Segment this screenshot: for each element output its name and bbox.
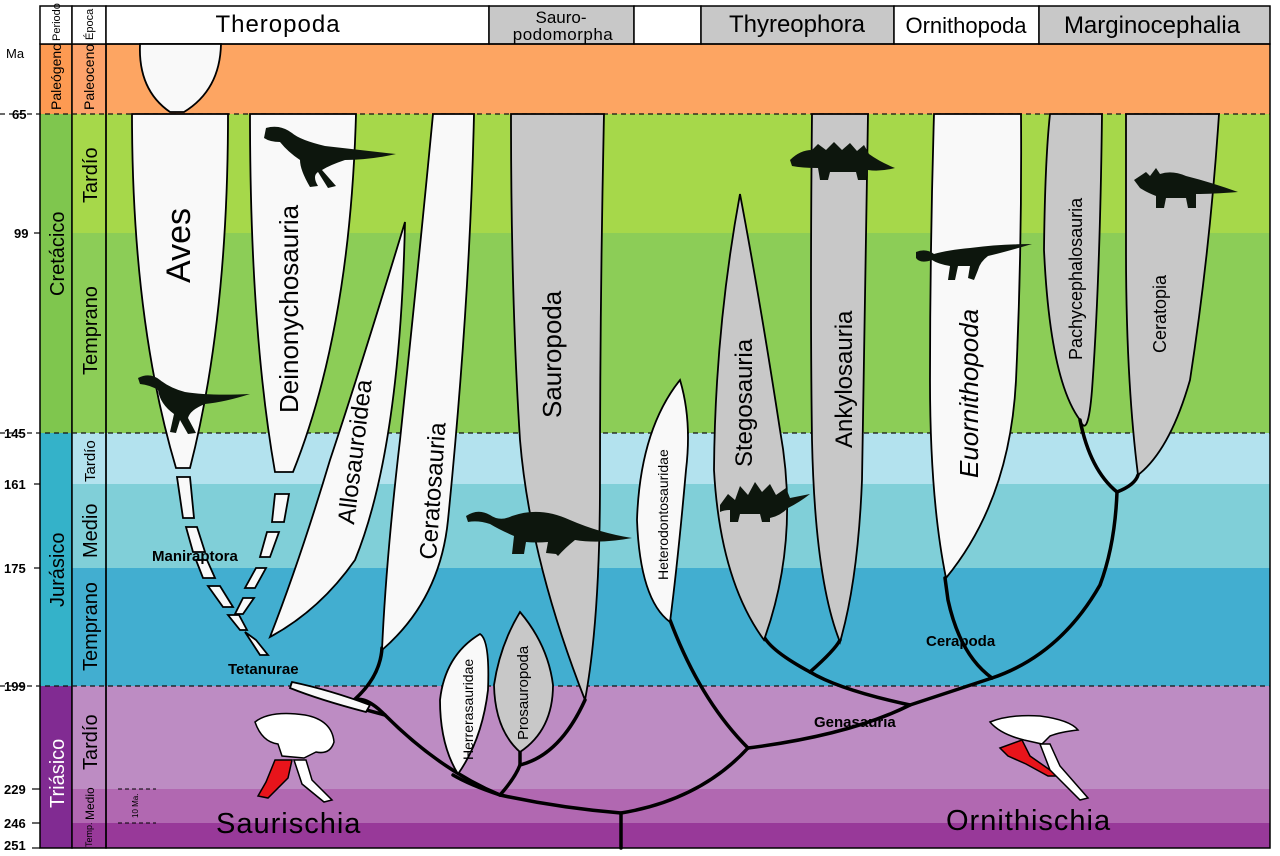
epoch-jurasico-tardio: Tardío bbox=[82, 440, 99, 482]
label-aves: Aves bbox=[160, 208, 198, 283]
label-ankylosauria: Ankylosauria bbox=[831, 310, 858, 448]
header-sauropodomorpha-2: podomorpha bbox=[513, 25, 614, 44]
clade-sauropoda bbox=[510, 113, 605, 704]
order-ornithischia: Ornithischia bbox=[946, 805, 1111, 837]
label-stegosauria: Stegosauria bbox=[731, 338, 758, 467]
scale-bar-label: 10 Ma. bbox=[131, 794, 140, 818]
silhouettes bbox=[138, 126, 1238, 556]
epoch-jurasico-temprano: Temprano bbox=[80, 582, 102, 671]
epoch-jurasico-medio: Medio bbox=[80, 504, 102, 558]
period-jurasico: Jurásico bbox=[47, 533, 69, 607]
clade-deinonychosauria bbox=[249, 113, 357, 473]
period-triasico: Triásico bbox=[47, 739, 69, 808]
clade-euornithopoda bbox=[929, 113, 1023, 581]
clades bbox=[131, 43, 1220, 776]
header-theropoda: Theropoda bbox=[215, 11, 340, 38]
epoch-cretacico-tardio: Tardío bbox=[80, 147, 102, 203]
cerapoda-branch bbox=[943, 576, 994, 680]
tick-251: 251 bbox=[4, 838, 26, 853]
bird-silhouette-icon bbox=[138, 375, 250, 434]
label-prosauropoda: Prosauropoda bbox=[515, 645, 532, 740]
header-sauropodomorpha-1: Sauro- bbox=[535, 8, 586, 27]
ma-ticks: Ma 65 99 145 161 175 199 229 246 251 bbox=[4, 46, 28, 853]
band-triasico-temprano bbox=[106, 823, 1270, 848]
scale-bar: 10 Ma. bbox=[118, 788, 156, 824]
label-euornithopoda: Euornithopoda bbox=[954, 309, 984, 478]
epoch-header: Época bbox=[83, 8, 96, 40]
tick-145: 145 bbox=[4, 426, 26, 441]
clade-herrerasauridae bbox=[439, 632, 490, 776]
theropod-silhouette-icon bbox=[264, 126, 396, 188]
tick-175: 175 bbox=[4, 561, 26, 576]
epoch-triasico-medio: Medio bbox=[83, 787, 97, 820]
label-heterodontosauridae: Heterodontosauridae bbox=[655, 449, 671, 580]
node-cerapoda: Cerapoda bbox=[926, 633, 996, 650]
clade-prosauropoda bbox=[493, 610, 554, 754]
period-header: Periodo bbox=[51, 3, 63, 41]
node-genasauria: Genasauria bbox=[814, 714, 896, 731]
band-paleoceno bbox=[106, 44, 1270, 114]
clade-ankylosauria bbox=[810, 113, 869, 645]
clade-aves-paleogene bbox=[139, 43, 222, 113]
epoch-cretacico-temprano: Temprano bbox=[80, 286, 102, 375]
period-paleogeno: Paleógeno bbox=[48, 43, 64, 110]
ceratopsian-silhouette-icon bbox=[1134, 168, 1238, 208]
epoch-triasico-temprano: Temp. bbox=[84, 822, 94, 847]
node-tetanurae: Tetanurae bbox=[228, 661, 299, 678]
tick-161: 161 bbox=[4, 477, 26, 492]
ankylosaur-silhouette-icon bbox=[790, 142, 895, 180]
ma-label: Ma bbox=[6, 46, 25, 61]
tick-246: 246 bbox=[4, 816, 26, 831]
tick-65: 65 bbox=[12, 107, 26, 122]
header-ornithopoda: Ornithopoda bbox=[905, 13, 1027, 38]
clade-allosauroidea bbox=[268, 221, 406, 639]
clade-stegosauria bbox=[713, 193, 789, 642]
tick-199: 199 bbox=[4, 679, 26, 694]
clade-heterodontosauridae bbox=[636, 378, 689, 624]
ornithischia-branch bbox=[668, 618, 750, 750]
genasauria-branch bbox=[746, 676, 994, 750]
label-sauropoda: Sauropoda bbox=[537, 290, 567, 418]
header-marginocephalia: Marginocephalia bbox=[1064, 12, 1241, 39]
node-maniraptora: Maniraptora bbox=[152, 548, 239, 565]
label-ceratopia: Ceratopia bbox=[1150, 274, 1170, 353]
header-thyreophora: Thyreophora bbox=[729, 11, 866, 38]
label-deinonychosauria: Deinonychosauria bbox=[274, 204, 304, 413]
sauropod-silhouette-icon bbox=[466, 511, 632, 556]
tick-229: 229 bbox=[4, 782, 26, 797]
label-herrerasauridae: Herrerasauridae bbox=[460, 659, 476, 760]
epoch-triasico-tardio: Tardío bbox=[80, 714, 102, 770]
clade-ceratosauria bbox=[381, 113, 475, 653]
ornithischian-hip-icon bbox=[988, 714, 1090, 801]
period-cretacico: Cretácico bbox=[47, 212, 69, 296]
saurischia-ornithischia-split bbox=[498, 746, 750, 815]
ornithopod-silhouette-icon bbox=[916, 244, 1032, 280]
group-headers: Theropoda Sauro- podomorpha Thyreophora … bbox=[105, 5, 1271, 45]
tick-99: 99 bbox=[14, 226, 28, 241]
saurischian-hip-icon bbox=[254, 712, 335, 803]
stegosaur-silhouette-icon bbox=[720, 482, 810, 522]
epoch-paleoceno: Paleoceno bbox=[81, 44, 97, 110]
label-pachycephalosauria: Pachycephalosauria bbox=[1066, 197, 1086, 360]
period-column bbox=[39, 43, 73, 849]
order-saurischia: Saurischia bbox=[216, 808, 361, 840]
phylogeny-branches bbox=[290, 490, 1119, 850]
